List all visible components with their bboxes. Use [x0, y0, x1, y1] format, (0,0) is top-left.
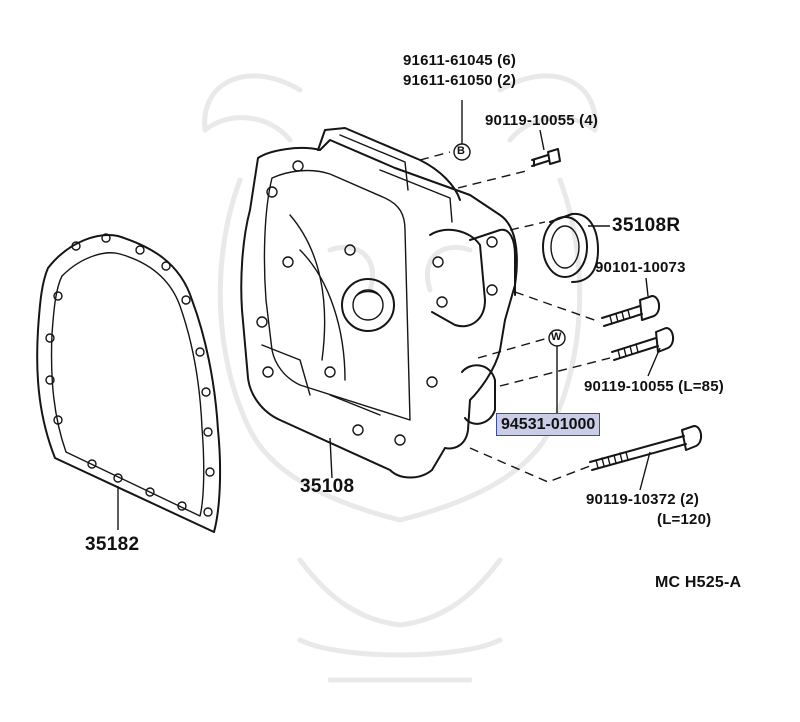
- assembly-dashed-lines: [419, 151, 611, 483]
- gasket-bolt-hole: [145, 487, 155, 497]
- gasket-bolt-hole: [203, 507, 213, 517]
- plug-marker-letter: B: [457, 145, 465, 157]
- gasket-bolt-hole: [181, 295, 191, 305]
- gasket-bolt-hole: [161, 261, 171, 271]
- callout-housing[interactable]: 35108: [300, 476, 355, 497]
- gasket-bolt-hole: [53, 415, 63, 425]
- gasket-bolt-hole: [101, 233, 111, 243]
- callout-oil-seal[interactable]: 35108R: [612, 215, 681, 236]
- housing-bolt-hole: [436, 296, 448, 308]
- callout-long-bolt-length: (L=120): [657, 511, 712, 528]
- gasket-bolt-hole: [177, 501, 187, 511]
- housing-35108: [240, 127, 518, 479]
- housing-bolt-hole: [486, 284, 498, 296]
- gasket-35182: [36, 233, 222, 533]
- gasket-bolt-hole: [195, 347, 205, 357]
- housing-bolt-hole: [486, 236, 498, 248]
- housing-bolt-hole: [292, 160, 304, 172]
- gasket-bolt-hole: [201, 387, 211, 397]
- housing-bolt-hole: [266, 186, 278, 198]
- housing-bolt-hole: [432, 256, 444, 268]
- leader-lines: [117, 100, 661, 530]
- gasket-bolt-hole: [135, 245, 145, 255]
- callout-bolt-top[interactable]: 90119-10055 (4): [485, 112, 599, 129]
- gasket-bolt-hole: [113, 473, 123, 483]
- gasket-bolt-hole: [53, 291, 63, 301]
- washer-marker-letter: W: [551, 331, 562, 343]
- watermark-emblem: [202, 73, 598, 683]
- diagram-code: MC H525-A: [655, 574, 742, 591]
- housing-bolt-hole: [344, 244, 356, 256]
- gasket-bolt-hole: [45, 375, 55, 385]
- gasket-bolt-hole: [45, 333, 55, 343]
- callout-highlighted-part[interactable]: 94531-01000: [496, 413, 601, 436]
- bolt-90119-10055-l85: [611, 327, 674, 361]
- bolt-90119-10372: [589, 425, 702, 471]
- callout-gasket[interactable]: 35182: [85, 534, 140, 555]
- bolt-small-top: [531, 148, 561, 167]
- housing-bolt-hole: [256, 316, 268, 328]
- housing-bolt-hole: [262, 366, 274, 378]
- housing-bolt-hole: [324, 366, 336, 378]
- callout-long-bolt[interactable]: 90119-10372 (2): [586, 491, 700, 508]
- gasket-bolt-hole: [203, 427, 213, 437]
- gasket-bolt-hole: [205, 467, 215, 477]
- callout-bolt-lower[interactable]: 90119-10055 (L=85): [584, 378, 724, 395]
- housing-bolt-hole: [426, 376, 438, 388]
- gasket-bolt-hole: [87, 459, 97, 469]
- callout-bolt-mid[interactable]: 90101-10073: [595, 259, 686, 276]
- oil-seal-35108r: [542, 212, 599, 283]
- bolt-90101-10073: [601, 295, 660, 327]
- housing-bolt-hole: [282, 256, 294, 268]
- callout-plug-b[interactable]: 91611-61050 (2): [403, 72, 517, 89]
- gasket-bolt-hole: [71, 241, 81, 251]
- callout-plug-a[interactable]: 91611-61045 (6): [403, 52, 517, 69]
- housing-bolt-hole: [394, 434, 406, 446]
- housing-bolt-hole: [352, 424, 364, 436]
